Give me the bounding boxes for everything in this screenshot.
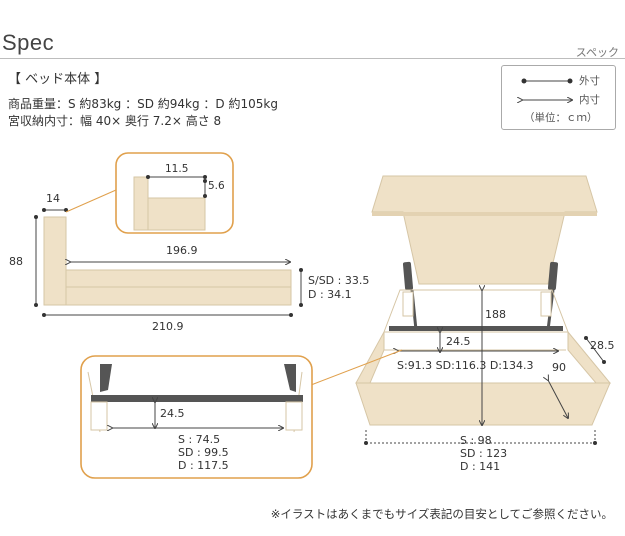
headboard-detail-callout bbox=[65, 152, 234, 234]
legend-box bbox=[501, 65, 616, 130]
side-width-label: 90 bbox=[552, 361, 566, 374]
outer-width-s-label: S : 98 bbox=[460, 434, 492, 447]
side-height-label: 28.5 bbox=[590, 339, 615, 352]
spec-storage: 宮収納内寸：幅 40× 奥行 7.2× 高さ 8 bbox=[8, 114, 222, 128]
headboard-shape bbox=[43, 216, 67, 306]
footnote: ※イラストはあくまでもサイズ表記の目安としてご参照ください。 bbox=[270, 507, 613, 521]
spec-weight: 商品重量：S 約83kg ：SD 約94kg ：D 約105kg bbox=[8, 97, 278, 111]
page-title: Spec bbox=[2, 30, 55, 55]
inset-width-sd-label: SD : 99.5 bbox=[178, 446, 229, 459]
headboard-width-label: 14 bbox=[46, 192, 60, 205]
shelf-height-label: 5.6 bbox=[208, 180, 225, 192]
outer-width-d-label: D : 141 bbox=[460, 460, 501, 473]
side-view-bed bbox=[34, 208, 303, 317]
header-divider bbox=[0, 58, 625, 59]
legend-outer-label: 外寸 bbox=[579, 75, 600, 87]
legend-outer-symbol bbox=[521, 78, 573, 84]
frame-height-s-sd-label: S/SD : 33.5 bbox=[308, 274, 370, 287]
bed-height-label: 88 bbox=[9, 255, 23, 268]
outer-width-sd-label: SD : 123 bbox=[460, 447, 508, 460]
inner-depth-label: 188 bbox=[485, 308, 506, 321]
inset-width-d-label: D : 117.5 bbox=[178, 459, 229, 472]
section-heading: 【 ベッド本体 】 bbox=[8, 72, 108, 87]
inset-width-s-label: S : 74.5 bbox=[178, 433, 221, 446]
shelf-depth-label: 11.5 bbox=[165, 163, 189, 175]
legend-inner-label: 内寸 bbox=[579, 94, 600, 106]
page-title-ja: スペック bbox=[575, 46, 619, 59]
inner-widths-label: S:91.3 SD:116.3 D:134.3 bbox=[397, 359, 534, 372]
outer-length-label: 210.9 bbox=[152, 320, 184, 333]
storage-floor-inset bbox=[80, 349, 403, 479]
legend-unit-label: （単位：ｃｍ） bbox=[524, 112, 598, 124]
frame-height-d-label: D : 34.1 bbox=[308, 288, 352, 301]
lift-bed-illustration bbox=[355, 175, 612, 446]
inner-length-label: 196.9 bbox=[166, 244, 198, 257]
inset-height-label: 24.5 bbox=[160, 407, 185, 420]
floor-height-label: 24.5 bbox=[446, 335, 471, 348]
